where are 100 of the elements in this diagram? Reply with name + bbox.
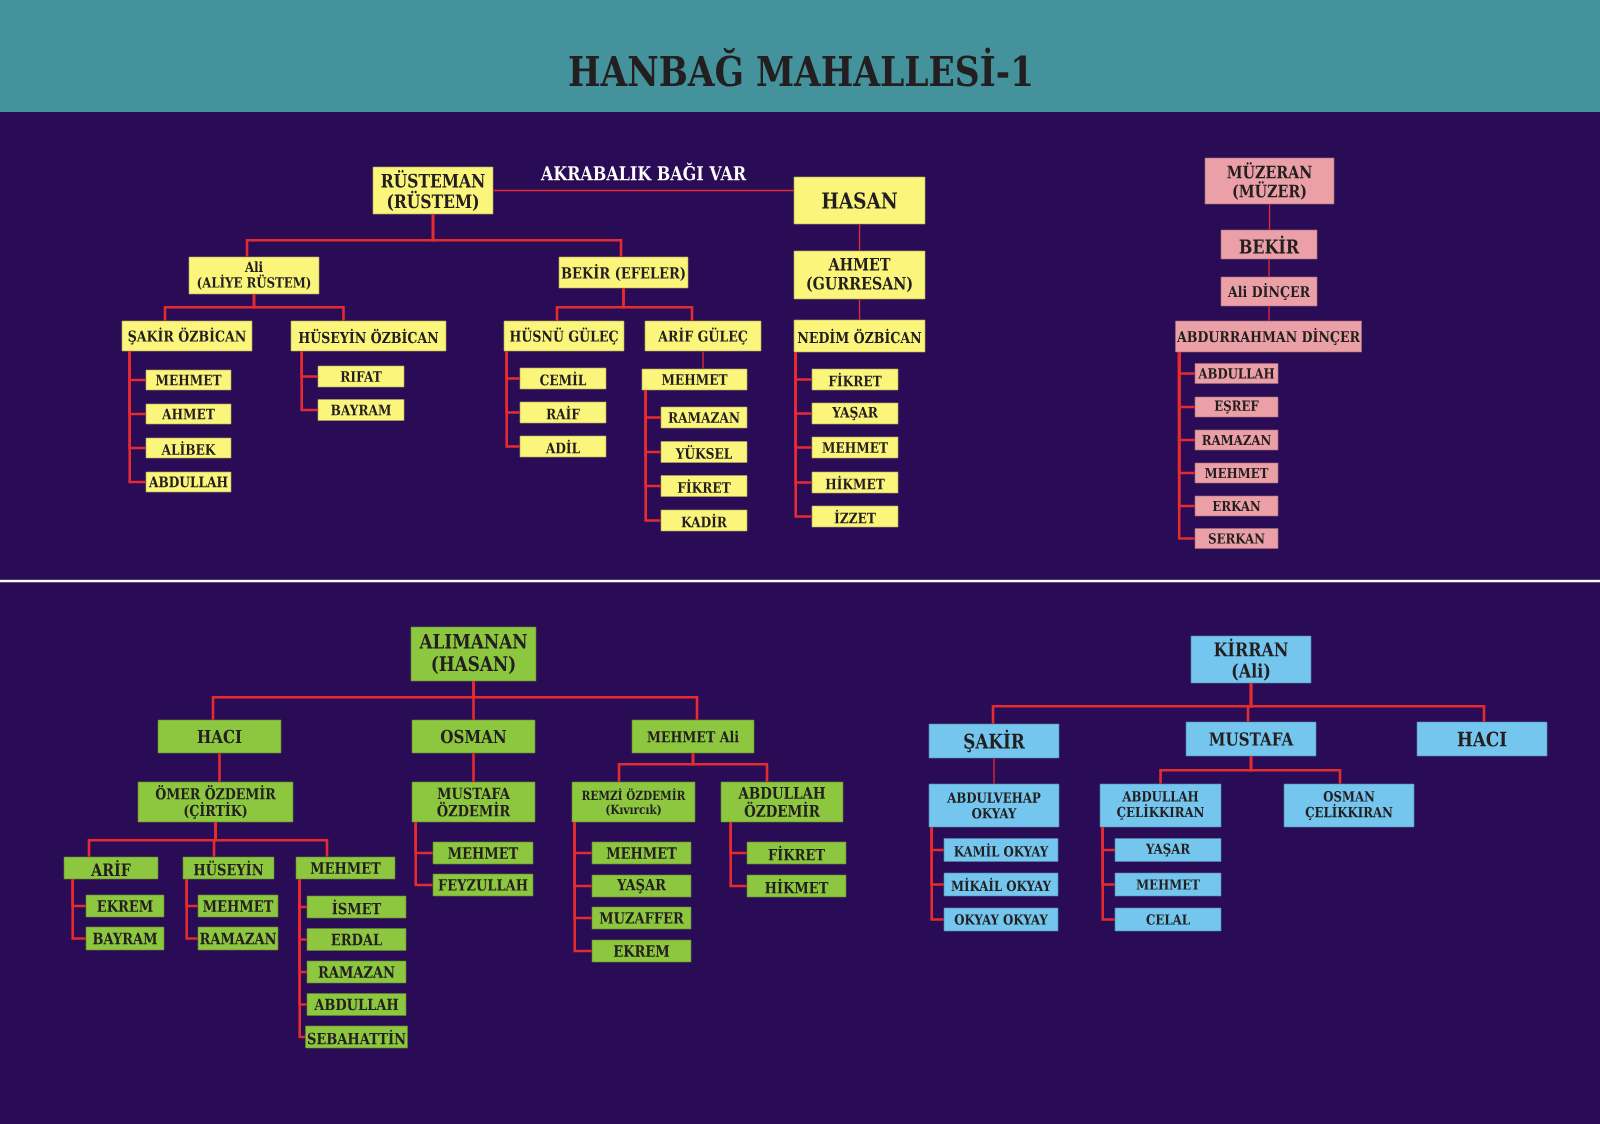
name-box: MEHMET (295, 856, 396, 880)
name-box: ABDULLAH ÇELİKKIRAN (1099, 783, 1222, 828)
name-box: HASAN (793, 176, 926, 225)
name-box: HİKMET (746, 874, 847, 898)
name-box: ARİF (63, 856, 159, 880)
name-box: İSMET (306, 895, 407, 919)
name-box: FİKRET (746, 841, 847, 865)
name-box: ŞAKİR (928, 723, 1060, 759)
name-box: Ali DİNÇER (1220, 276, 1318, 307)
name-box: BEKİR (1220, 229, 1318, 260)
name-box: RÜSTEMAN (RÜSTEM) (372, 166, 494, 215)
name-box: Ali (ALİYE RÜSTEM) (188, 256, 320, 295)
connector-line (1268, 258, 1270, 278)
name-box: ALIMANAN (HASAN) (410, 626, 537, 682)
connector-line (414, 822, 433, 887)
name-box: RAMAZAN (197, 926, 279, 951)
name-box: ADİL (519, 435, 607, 458)
name-box: FİKRET (660, 475, 748, 497)
name-box: SERKAN (1194, 528, 1279, 549)
name-box: ABDULVEHAP OKYAY (928, 783, 1060, 828)
name-box: ARİF GÜLEÇ (644, 320, 762, 352)
connector-line (214, 822, 329, 857)
name-box: MUZAFFER (591, 906, 692, 930)
name-box: RAMAZAN (1194, 429, 1279, 451)
name-box: HİKMET (811, 471, 899, 494)
name-box: RAMAZAN (306, 960, 407, 984)
name-box: ABDULLAH (1194, 363, 1279, 384)
name-box: ALİBEK (145, 437, 232, 459)
name-box: MUSTAFA (1185, 721, 1317, 757)
connector-line (1249, 683, 1486, 722)
name-box: REMZİ ÖZDEMİR (Kıvırcık) (571, 781, 696, 823)
connector-line (702, 350, 704, 370)
name-box: İZZET (811, 505, 899, 528)
connector-line (794, 352, 812, 518)
name-box: RAMAZAN (660, 406, 748, 429)
name-box: BAYRAM (317, 399, 405, 421)
name-box: MEHMET Ali (631, 719, 755, 754)
name-box: CELAL (1114, 907, 1222, 932)
name-box: NEDİM ÖZBİCAN (793, 319, 926, 353)
name-box: SEBAHATTİN (305, 1025, 408, 1049)
name-box: ŞAKİR ÖZBİCAN (121, 320, 253, 352)
connector-line (1177, 352, 1195, 540)
name-box: RIFAT (317, 365, 405, 388)
name-box: MEHMET (641, 368, 748, 391)
name-box: HACI (1416, 721, 1548, 757)
connector-line (252, 294, 345, 321)
connector-line (1268, 305, 1270, 322)
name-box: BEKİR (EFELER) (558, 256, 689, 289)
connector-line (858, 298, 861, 321)
connector-line (431, 214, 623, 257)
name-box: OSMAN ÇELİKKIRAN (1283, 783, 1415, 828)
name-box: HACI (157, 719, 282, 754)
connector-line (492, 189, 795, 192)
connector-line (1268, 203, 1271, 231)
name-box: MÜZERAN (MÜZER) (1204, 157, 1335, 205)
name-box: HÜSEYİN (182, 856, 275, 880)
connector-line (298, 879, 306, 1039)
name-box: EKREM (591, 939, 692, 963)
name-box: YAŞAR (1114, 838, 1222, 862)
name-box: AHMET (145, 403, 232, 425)
connector-line (1101, 827, 1115, 921)
connector-line (691, 753, 769, 782)
name-box: ABDULLAH ÖZDEMİR (720, 781, 844, 823)
name-box: FEYZULLAH (432, 873, 534, 897)
connector-line (472, 681, 699, 720)
name-box: BAYRAM (85, 926, 165, 951)
connector-line (300, 351, 318, 412)
name-box: MEHMET (1194, 462, 1279, 484)
name-box: ÖMER ÖZDEMİR (ÇİRTİK) (137, 781, 294, 823)
name-box: KİRRAN (Ali) (1190, 635, 1312, 684)
name-box: YÜKSEL (660, 441, 748, 463)
name-box: MEHMET (197, 894, 279, 918)
name-box: MUSTAFA ÖZDEMİR (411, 781, 536, 823)
connector-line (729, 822, 747, 888)
name-box: KADİR (660, 509, 748, 532)
name-box: MEHMET (811, 436, 899, 459)
connector-line (993, 757, 995, 785)
name-box: FİKRET (811, 368, 899, 391)
name-box: YAŞAR (811, 402, 899, 425)
connector-line (472, 753, 475, 782)
name-box: YAŞAR (591, 874, 692, 898)
name-box: MEHMET (591, 841, 692, 865)
connector-line (185, 879, 198, 940)
connector-line (930, 827, 944, 921)
name-box: HÜSNÜ GÜLEÇ (503, 320, 625, 352)
name-box: CEMİL (519, 367, 607, 390)
name-box: MEHMET (432, 841, 534, 865)
name-box: AHMET (GURRESAN) (793, 250, 926, 300)
connector-line (218, 753, 221, 782)
name-box: KAMİL OKYAY (943, 838, 1059, 862)
name-box: HÜSEYİN ÖZBİCAN (290, 320, 447, 352)
connector-line (1249, 756, 1342, 784)
name-box: ABDURRAHMAN DİNÇER (1175, 320, 1362, 353)
name-box: EKREM (85, 894, 165, 918)
name-box: ABDULLAH (306, 993, 407, 1016)
name-box: MEHMET (145, 369, 232, 391)
connector-line (644, 390, 661, 522)
name-box: RAİF (519, 401, 607, 424)
name-box: OSMAN (411, 719, 536, 754)
name-box: OKYAY OKYAY (943, 907, 1059, 932)
